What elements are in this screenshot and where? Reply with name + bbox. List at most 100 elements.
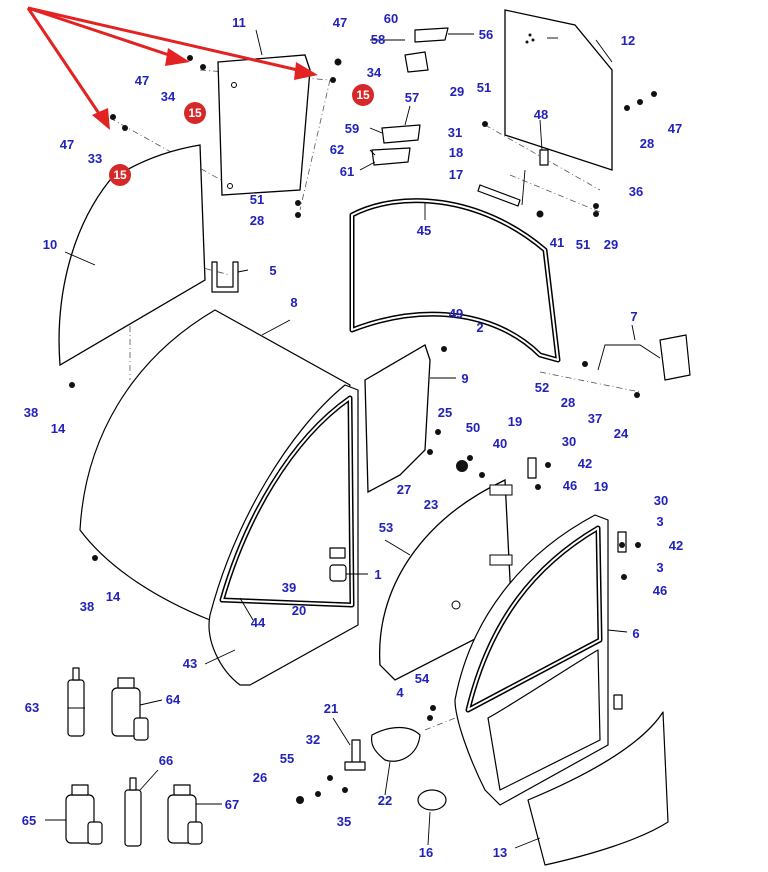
callout-label: 14 [106,589,121,604]
callout-label: 34 [161,89,176,104]
hinge-bracket-set [371,27,449,166]
callout-label: 38 [80,599,94,614]
callout-label: 66 [159,753,173,768]
sealant-tube-66 [124,777,142,847]
callout-label: 12 [621,33,635,48]
door-frame [208,384,359,686]
rear-door-glass [504,9,613,171]
callout-label: 67 [225,797,239,812]
callout-label: 49 [449,306,463,321]
callout-label: 9 [461,371,468,386]
part-15-badge: 15 [109,164,131,186]
callout-label: 59 [345,121,359,136]
door-frame-right [454,514,609,806]
callout-label: 39 [282,580,296,595]
callout-label: 18 [449,145,463,160]
callout-label: 25 [438,405,452,420]
callout-label: 35 [337,814,351,829]
callout-label: 55 [280,751,294,766]
lower-door-panel [527,711,669,866]
callout-label: 43 [183,656,197,671]
callout-label: 40 [493,436,507,451]
callout-label: 5 [269,263,276,278]
callout-label: 65 [22,813,36,828]
part-15-badge: 15 [352,84,374,106]
callout-label: 58 [371,32,385,47]
callout-label: 3 [656,560,663,575]
highlight-arrows [26,6,318,130]
callout-label: 13 [493,845,507,860]
callout-label: 56 [479,27,493,42]
small-glass-pane [364,344,431,494]
callout-label: 17 [449,167,463,182]
callout-label: 38 [24,405,38,420]
callout-label: 42 [669,538,683,553]
callout-label: 54 [415,671,430,686]
callout-label: 51 [250,192,264,207]
fasteners [69,55,657,804]
callout-label: 29 [450,84,464,99]
callout-label: 32 [306,732,320,747]
callout-label: 14 [51,421,66,436]
adhesive-bottle-65 [65,784,103,845]
callout-label: 11 [232,15,246,30]
svg-text:15: 15 [188,106,202,120]
callout-label: 28 [561,395,575,410]
callout-label: 20 [292,603,306,618]
callout-label: 51 [576,237,590,252]
callout-label: 61 [340,164,354,179]
callout-label: 50 [466,420,480,435]
callout-label: 47 [668,121,682,136]
door-handle [329,547,347,582]
inner-handle [417,789,447,811]
callout-label: 16 [419,845,433,860]
callout-label: 48 [534,107,548,122]
callout-label: 2 [476,320,483,335]
callout-label: 52 [535,380,549,395]
callout-label: 42 [578,456,592,471]
callout-label: 30 [562,434,576,449]
callout-label: 19 [508,414,522,429]
callout-labels: 1 2 3 3 4 5 6 7 8 9 10 11 12 13 14 14 16… [22,11,683,860]
callout-label: 53 [379,520,393,535]
callout-label: 57 [405,90,419,105]
callout-label: 45 [417,223,431,238]
callout-label: 46 [563,478,577,493]
callout-label: 60 [384,11,398,26]
callout-label: 22 [378,793,392,808]
callout-label: 28 [250,213,264,228]
callout-label: 26 [253,770,267,785]
callout-label: 64 [166,692,181,707]
callout-label: 21 [324,701,338,716]
callout-label: 47 [135,73,149,88]
callout-label: 23 [424,497,438,512]
callout-label: 33 [88,151,102,166]
callout-label: 8 [290,295,297,310]
callout-label: 10 [43,237,57,252]
callout-label: 46 [653,583,667,598]
callout-label: 37 [588,411,602,426]
latch-mechanism [344,739,366,771]
adhesive-bottle-67 [167,784,203,845]
callout-label: 4 [396,685,404,700]
callout-label: 47 [60,137,74,152]
part-15-badges: 15 15 15 [109,84,374,186]
svg-text:15: 15 [356,88,370,102]
callout-label: 36 [629,184,643,199]
callout-label: 30 [654,493,668,508]
callout-label: 7 [630,309,637,324]
callout-label: 6 [632,626,639,641]
lock-plate [370,726,421,762]
callout-label: 34 [367,65,382,80]
callout-label: 29 [604,237,618,252]
callout-label: 44 [251,615,266,630]
sealant-tube-63 [67,667,85,737]
callout-label: 62 [330,142,344,157]
rear-upper-glass [217,54,311,196]
leader-lines [45,29,636,849]
side-quarter-glass [58,144,206,367]
side-mirror [597,334,691,381]
callout-label: 41 [550,235,564,250]
strut-rod [477,149,549,207]
